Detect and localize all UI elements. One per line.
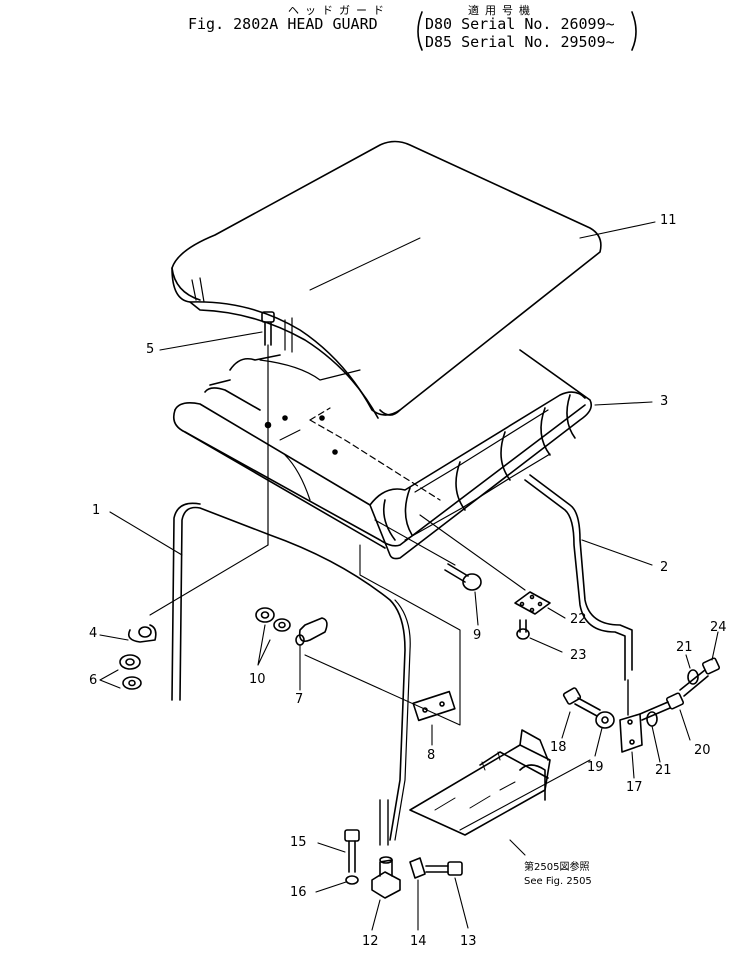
callout-9: 9	[473, 628, 482, 643]
callout-19: 19	[587, 760, 604, 775]
plate-22	[514, 591, 551, 615]
reference-note-jp: 第2505図参照	[524, 862, 590, 873]
callout-22: 22	[570, 612, 587, 627]
header-bracket-left	[417, 11, 423, 51]
callout-17: 17	[626, 780, 643, 795]
serial-d80: D80 Serial No. 26099~	[425, 15, 615, 33]
leader-3	[594, 401, 653, 406]
nut-19	[595, 711, 615, 729]
guard-frame	[172, 317, 593, 560]
callout-1: 1	[92, 503, 101, 518]
callout-23: 23	[570, 648, 587, 663]
callout-14: 14	[410, 934, 427, 949]
bolt-18	[562, 687, 601, 717]
header-jp-title: ヘッドガード	[288, 4, 390, 17]
leader-9	[374, 519, 456, 566]
bolt-23	[516, 619, 530, 640]
washer-21-upper	[687, 669, 699, 685]
bolt-24	[679, 657, 721, 697]
plate-8	[412, 690, 456, 722]
callout-15: 15	[290, 835, 307, 850]
leader-note	[509, 839, 526, 856]
leader-1	[109, 511, 183, 556]
nuts-10	[255, 607, 291, 632]
leader-17	[459, 759, 591, 831]
reference-note-en: See Fig. 2505	[524, 876, 592, 887]
callout-16: 16	[290, 885, 307, 900]
callout-5: 5	[146, 342, 155, 357]
callout-3: 3	[660, 394, 669, 409]
callout-10: 10	[249, 672, 266, 687]
bolt-13	[425, 861, 463, 876]
callout-20: 20	[694, 743, 711, 758]
clamp-7	[295, 617, 328, 646]
callout-6: 6	[89, 673, 98, 688]
bolt-5	[261, 311, 275, 346]
nut-14	[409, 857, 426, 879]
right-post	[524, 474, 633, 716]
mount-12	[371, 856, 401, 899]
nuts-6	[119, 654, 142, 690]
header-jp-applicable: 適用号機	[468, 4, 536, 17]
header-bracket-right	[631, 11, 637, 51]
callout-12: 12	[362, 934, 379, 949]
leader-22	[419, 514, 526, 591]
base-platform	[409, 729, 551, 836]
leader-2	[581, 539, 653, 566]
washer-16	[345, 875, 359, 885]
callout-11: 11	[660, 213, 677, 228]
leader-10	[257, 624, 271, 666]
leader-8	[304, 544, 461, 726]
callout-21-upper: 21	[676, 640, 693, 655]
canopy-roof	[171, 140, 602, 419]
callout-13: 13	[460, 934, 477, 949]
leader-4	[149, 544, 269, 616]
bolt-9	[444, 563, 482, 591]
serial-d85: D85 Serial No. 29509~	[425, 33, 615, 51]
clamp-4	[127, 624, 157, 643]
leader-5	[159, 331, 263, 351]
bolt-15	[344, 829, 360, 873]
callout-24: 24	[710, 620, 727, 635]
leader-11	[579, 221, 656, 239]
callout-2: 2	[660, 560, 669, 575]
figure-title: Fig. 2802A HEAD GUARD	[188, 15, 378, 33]
callout-21-lower: 21	[655, 763, 672, 778]
callout-7: 7	[295, 692, 304, 707]
bolt-20	[639, 692, 685, 721]
callout-4: 4	[89, 626, 98, 641]
leader-6	[99, 669, 121, 689]
left-post	[171, 502, 411, 846]
callout-18: 18	[550, 740, 567, 755]
leader-9-label	[474, 591, 479, 626]
callout-8: 8	[427, 748, 436, 763]
bracket-17	[619, 713, 643, 753]
